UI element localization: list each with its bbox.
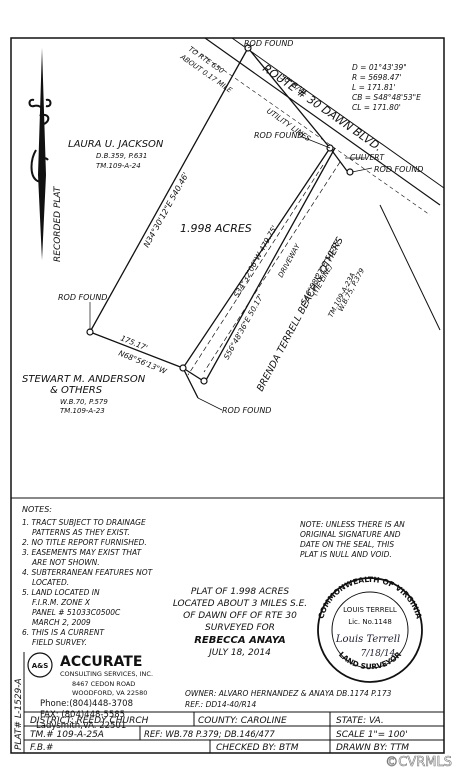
county-cell: COUNTY: CAROLINE — [198, 716, 287, 726]
ref-cell: REF: WB.78 P.379; DB.146/477 — [144, 730, 275, 740]
jackson-name: LAURA U. JACKSON — [68, 139, 164, 150]
note-line: 5. LAND LOCATED IN — [22, 588, 100, 597]
rod-found-label: ROD FOUND — [222, 406, 271, 415]
scale-cell: SCALE 1"= 100' — [336, 730, 408, 740]
seal-signature: Louis Terrell — [335, 634, 400, 645]
note-line: F.I.R.M. ZONE X — [32, 598, 91, 607]
note-line: 4. SUBTERRANEAN FEATURES NOT — [22, 568, 154, 577]
plat-title-line: OF DAWN OFF OF RTE 30 — [183, 611, 297, 621]
beach-boundary — [379, 204, 441, 331]
note-line: 6. THIS IS A CURRENT — [22, 628, 105, 637]
ref-line: REF.: DD14-40/R14 — [185, 700, 256, 709]
rod-found-label: ROD FOUND — [374, 165, 423, 174]
title-block-grid — [24, 711, 444, 753]
client-name: REBECCA ANAYA — [194, 635, 286, 646]
seal-sig-date: 7/18/14 — [361, 649, 396, 659]
anderson-others: & OTHERS — [50, 385, 103, 396]
jackson-tm: TM.109-A-24 — [96, 162, 141, 170]
curve-cb: CB = S48°48'53"E — [352, 93, 421, 102]
note-line: 1. TRACT SUBJECT TO DRAINAGE — [22, 518, 146, 527]
checked-cell: CHECKED BY: BTM — [216, 743, 299, 753]
curve-table: D = 01°43'39" R = 5698.47' L = 171.81' C… — [352, 63, 421, 112]
survey-date: JULY 18, 2014 — [207, 648, 271, 658]
note-line: ARE NOT SHOWN. — [31, 558, 100, 567]
owner-line: OWNER: ALVARO HERNANDEZ & ANAYA DB.1174 … — [185, 689, 392, 698]
seal-note-line: NOTE: UNLESS THERE IS AN — [300, 520, 405, 529]
note-line: MARCH 2, 2009 — [32, 618, 91, 627]
note-line: PANEL # 51033C0500C — [32, 608, 121, 617]
note-line: 3. EASEMENTS MAY EXIST THAT — [22, 548, 143, 557]
plat-title-line: SURVEYED FOR — [205, 623, 275, 633]
jackson-db: D.B.359, P.631 — [96, 152, 147, 160]
outer-border — [10, 37, 445, 754]
company-fax: FAX: (804)448-5585 — [40, 710, 125, 720]
company-logo-icon — [27, 652, 53, 678]
company-subtitle: CONSULTING SERVICES, INC. — [60, 670, 153, 678]
plat-number: PLAT# L-1529-A — [14, 678, 24, 750]
rod-icon — [200, 377, 208, 385]
seal-license: Lic. No.1148 — [348, 618, 392, 626]
watermark: ©CVRMLS — [385, 755, 452, 768]
curve-r: R = 5698.47' — [352, 73, 401, 82]
plat-title: PLAT OF 1.998 ACRES LOCATED ABOUT 3 MILE… — [173, 587, 307, 658]
note-line: 2. NO TITLE REPORT FURNISHED. — [22, 538, 147, 547]
curve-d: D = 01°43'39" — [352, 63, 407, 72]
plat-title-line: LOCATED ABOUT 3 MILES S.E. — [173, 599, 307, 609]
company-address: 8467 CEDON ROAD — [72, 680, 135, 688]
plat-title-line: PLAT OF 1.998 ACRES — [191, 587, 289, 597]
seal-name: LOUIS TERRELL — [343, 606, 397, 614]
seal-note-line: DATE ON THE SEAL, THIS — [300, 540, 394, 549]
curve-l: L = 171.81' — [352, 83, 396, 92]
bearing-bottom: S56°48'36"E 50.17' — [222, 292, 265, 360]
company-phone: Phone:(804)448-3708 — [40, 699, 133, 709]
district-cell: DISTRICT: REEDY CHURCH — [30, 716, 149, 726]
notes-heading: NOTES: — [22, 505, 52, 514]
note-line: LOCATED. — [32, 578, 69, 587]
company-city: WOODFORD, VA 22580 — [72, 689, 147, 697]
state-cell: STATE: VA. — [336, 716, 384, 726]
culvert-label: CULVERT — [350, 153, 385, 162]
leader-lines — [89, 43, 373, 411]
drawn-cell: DRAWN BY: TTM — [336, 743, 409, 753]
anderson-wb: W.B.70, P.579 — [60, 398, 108, 406]
recorded-plat-label: RECORDED PLAT — [53, 185, 63, 262]
north-arrow-icon — [28, 48, 52, 260]
driveway-label: DRIVEWAY — [277, 242, 302, 279]
fb-cell: F.B.# — [30, 743, 53, 753]
rod-found-label: ROD FOUND — [254, 131, 303, 140]
seal-note-line: ORIGINAL SIGNATURE AND — [300, 530, 401, 539]
road-lines — [194, 37, 445, 216]
note-line: PATTERNS AS THEY EXIST. — [32, 528, 130, 537]
acres-label: 1.998 ACRES — [180, 222, 252, 235]
property-boundary — [89, 47, 351, 399]
driveway-lines — [187, 161, 341, 376]
bearing-nw: N34°30'12"E 540.46' — [142, 171, 191, 249]
seal-note: NOTE: UNLESS THERE IS AN ORIGINAL SIGNAT… — [300, 520, 405, 559]
company-logo: A&S — [32, 662, 49, 670]
rod-found-label: ROD FOUND — [244, 39, 293, 48]
tm-cell: TM.# 109-A-25A — [30, 730, 104, 740]
rod-icon — [179, 364, 187, 372]
note-line: FIELD SURVEY. — [32, 638, 87, 647]
seal-note-line: PLAT IS NULL AND VOID. — [300, 550, 392, 559]
surveyor-seal: COMMONWEALTH OF VIRGINIA LAND SURVEYOR L… — [316, 575, 424, 683]
rod-found-label: ROD FOUND — [58, 293, 107, 302]
notes-block: NOTES: 1. TRACT SUBJECT TO DRAINAGE PATT… — [22, 505, 154, 647]
curve-cl: CL = 171.80' — [352, 103, 401, 112]
anderson-tm: TM.109-A-23 — [60, 407, 105, 415]
anderson-name: STEWART M. ANDERSON — [22, 374, 146, 385]
company-name: ACCURATE — [60, 654, 142, 670]
